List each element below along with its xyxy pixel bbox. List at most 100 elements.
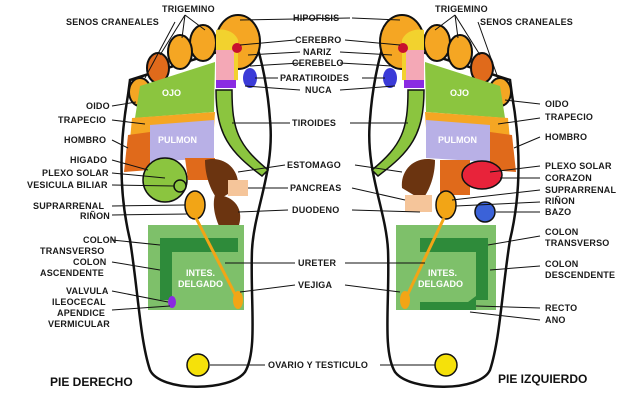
left-ovary [434, 353, 458, 377]
label-hipofisis: HIPOFISIS [293, 13, 340, 23]
right-pancreas [228, 180, 248, 196]
left-eye-zone [425, 62, 505, 118]
right-neck-bar [216, 80, 236, 88]
label-estomago: ESTOMAGO [287, 160, 341, 170]
leader-lines [111, 14, 541, 366]
left-parathyroid [383, 68, 397, 88]
left-toe-2 [423, 24, 451, 62]
label-duodeno: DUODENO [292, 205, 340, 215]
label-r-rinon: RIÑON [80, 211, 110, 221]
left-bigtoe-pink [406, 50, 424, 80]
left-intes-label-2: DELGADO [418, 279, 463, 289]
label-r-senos: SENOS CRANEALES [66, 17, 160, 27]
right-pulmon-label: PULMON [158, 135, 197, 145]
label-l-trapecio: TRAPECIO [545, 112, 594, 122]
left-heart [461, 160, 503, 190]
right-colon [160, 238, 238, 300]
right-brain-dot [232, 43, 242, 53]
left-thyroid [370, 89, 425, 177]
right-gallbladder [173, 179, 187, 193]
label-nariz: NARIZ [303, 47, 332, 57]
label-r-higado: HIGADO [70, 155, 108, 165]
label-l-rinon: RIÑON [545, 196, 575, 206]
right-toe-2 [189, 24, 217, 62]
label-cerebelo: CEREBELO [292, 58, 344, 68]
label-r-trigemino: TRIGEMINO [162, 4, 215, 14]
right-foot-title: PIE DERECHO [50, 375, 133, 389]
label-r-vermicular: VERMICULAR [48, 319, 110, 329]
label-nuca: NUCA [305, 85, 332, 95]
label-l-oido: OIDO [545, 99, 569, 109]
left-ureter [403, 217, 446, 301]
label-r-colon-t1: COLON [83, 235, 117, 245]
label-r-valvula: VALVULA [66, 286, 109, 296]
left-intes-label-1: INTES. [428, 268, 458, 278]
left-colon [420, 238, 488, 300]
label-r-apendice: APENDICE [57, 308, 106, 318]
label-ureter: URETER [298, 258, 337, 268]
left-kidney [435, 190, 457, 220]
left-shoulder [490, 132, 516, 172]
right-eye-zone [135, 62, 215, 118]
left-foot [368, 14, 520, 388]
right-parathyroid [243, 68, 257, 88]
left-foot-title: PIE IZQUIERDO [498, 372, 588, 386]
label-l-ano: ANO [545, 315, 566, 325]
label-paratiroides: PARATIROIDES [280, 73, 350, 83]
label-ovario: OVARIO Y TESTICULO [268, 360, 369, 370]
label-l-colon-t1: COLON [545, 227, 579, 237]
left-lung [426, 120, 490, 162]
right-ovary [186, 353, 210, 377]
label-l-recto: RECTO [545, 303, 578, 313]
left-brain-dot [398, 43, 408, 53]
label-r-trapecio: TRAPECIO [58, 115, 107, 125]
label-r-oido: OIDO [86, 101, 110, 111]
right-ojo-label: OJO [162, 88, 182, 98]
label-vejiga: VEJIGA [298, 280, 333, 290]
label-l-suprarrenal: SUPRARRENAL [545, 185, 617, 195]
left-stomach [401, 159, 435, 200]
label-cerebro: CEREBRO [295, 35, 342, 45]
right-appendix [168, 296, 176, 308]
right-thyroid [215, 89, 270, 177]
label-l-bazo: BAZO [545, 207, 572, 217]
label-r-vesicula: VESICULA BILIAR [27, 180, 108, 190]
right-intes-label-1: INTES. [186, 268, 216, 278]
label-l-colon-t2: TRANSVERSO [545, 238, 610, 248]
right-lung [150, 120, 214, 162]
label-l-corazon: CORAZON [545, 173, 592, 183]
label-r-colon-a1: COLON [73, 257, 107, 267]
label-r-plexo: PLEXO SOLAR [42, 168, 109, 178]
label-l-senos: SENOS CRANEALES [480, 17, 574, 27]
label-r-suprarrenal: SUPRARRENAL [33, 201, 105, 211]
left-ojo-label: OJO [450, 88, 470, 98]
label-pancreas: PANCREAS [290, 183, 342, 193]
right-duodenum [213, 195, 241, 228]
right-kidney [184, 190, 206, 220]
left-rectum [420, 296, 476, 310]
label-l-hombro: HOMBRO [545, 132, 588, 142]
left-plexus-zone [440, 160, 470, 195]
label-l-colon-d1: COLON [545, 259, 579, 269]
right-shoulder [124, 132, 150, 172]
label-r-ileocecal: ILEOCECAL [52, 297, 106, 307]
label-r-hombro: HOMBRO [64, 135, 107, 145]
left-neck-bar [404, 80, 424, 88]
right-bladder [233, 291, 243, 309]
label-r-colon-t2: TRANSVERSO [40, 246, 105, 256]
left-toe-3 [447, 34, 473, 70]
label-tiroides: TIROIDES [292, 118, 337, 128]
right-ureter [194, 217, 240, 301]
label-r-colon-a2: ASCENDENTE [40, 268, 105, 278]
right-bigtoe-pink [216, 50, 234, 80]
label-l-trigemino: TRIGEMINO [435, 4, 488, 14]
left-pulmon-label: PULMON [438, 135, 477, 145]
label-l-plexo: PLEXO SOLAR [545, 161, 612, 171]
left-spleen [474, 201, 496, 223]
right-foot [120, 14, 272, 388]
left-bladder [400, 291, 410, 309]
label-l-colon-d2: DESCENDENTE [545, 270, 616, 280]
right-toe-3 [167, 34, 193, 70]
